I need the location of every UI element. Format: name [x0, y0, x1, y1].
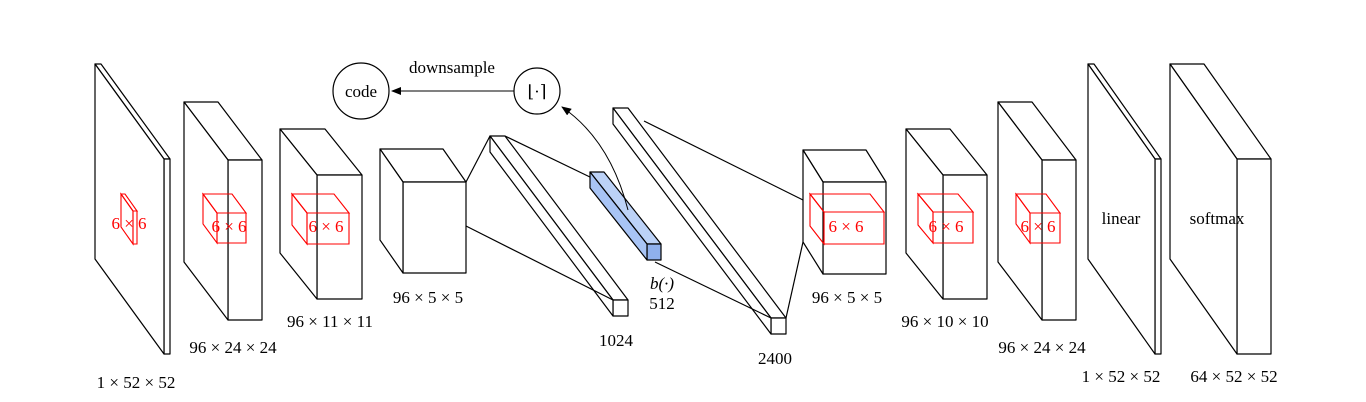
kernel-label-deconv3: 6 × 6: [1020, 217, 1055, 236]
kernel-box-deconv2: [916, 192, 975, 245]
kernel-box-conv2: [290, 192, 351, 246]
kernel-box-deconv3: [1014, 192, 1062, 245]
fc1-block: [489, 135, 629, 317]
deconv3-block: [997, 101, 1077, 321]
deconv1-block: [802, 149, 887, 275]
deconv3-dims-label: 96 × 24 × 24: [998, 338, 1086, 357]
softmax-label: softmax: [1190, 209, 1245, 228]
linear-dims-label: 1 × 52 × 52: [1082, 367, 1161, 386]
fc2-block: [612, 107, 787, 335]
code-node: code: [332, 62, 390, 120]
input-block: [94, 63, 171, 355]
kernel-boxes: [119, 192, 1062, 246]
fc2-dims-label: 2400: [758, 349, 792, 368]
deconv2-block: [905, 128, 988, 300]
conv2-dims-label: 96 × 11 × 11: [287, 312, 373, 331]
conv1-block: [183, 101, 263, 321]
round-op-node: ⌊·⌉: [513, 67, 561, 115]
kernel-box-input: [119, 192, 139, 246]
conv3-block: [379, 148, 467, 274]
softmax-dims-label: 64 × 52 × 52: [1190, 367, 1277, 386]
input-dims-label: 1 × 52 × 52: [97, 373, 176, 392]
binarize-arrow: [561, 106, 629, 211]
code-layer-block: [589, 171, 662, 261]
kernel-box-deconv1: [808, 192, 886, 246]
fc1-dims-label: 1024: [599, 331, 634, 350]
conv1-dims-label: 96 × 24 × 24: [189, 338, 277, 357]
connection-lines: [465, 120, 804, 319]
code-layer-dims-label: 512: [649, 294, 675, 313]
deconv1-dims-label: 96 × 5 × 5: [812, 288, 882, 307]
conv2-block: [279, 128, 363, 300]
conv3-dims-label: 96 × 5 × 5: [393, 288, 463, 307]
linear-label: linear: [1102, 209, 1141, 228]
kernel-box-conv1: [201, 192, 248, 245]
code-label: code: [345, 82, 377, 101]
kernel-label-conv2: 6 × 6: [308, 217, 343, 236]
kernel-label-deconv2: 6 × 6: [928, 217, 963, 236]
kernel-label-conv1: 6 × 6: [211, 217, 246, 236]
kernel-label-input: 6 × 6: [111, 214, 146, 233]
kernel-label-deconv1: 6 × 6: [828, 217, 863, 236]
deconv2-dims-label: 96 × 10 × 10: [901, 312, 988, 331]
code-layer-fn-label: b(·): [650, 274, 674, 293]
softmax-block: [1169, 63, 1272, 355]
round-op-symbol: ⌊·⌉: [528, 82, 547, 101]
linear-block: [1087, 63, 1162, 355]
downsample-label: downsample: [409, 58, 495, 77]
